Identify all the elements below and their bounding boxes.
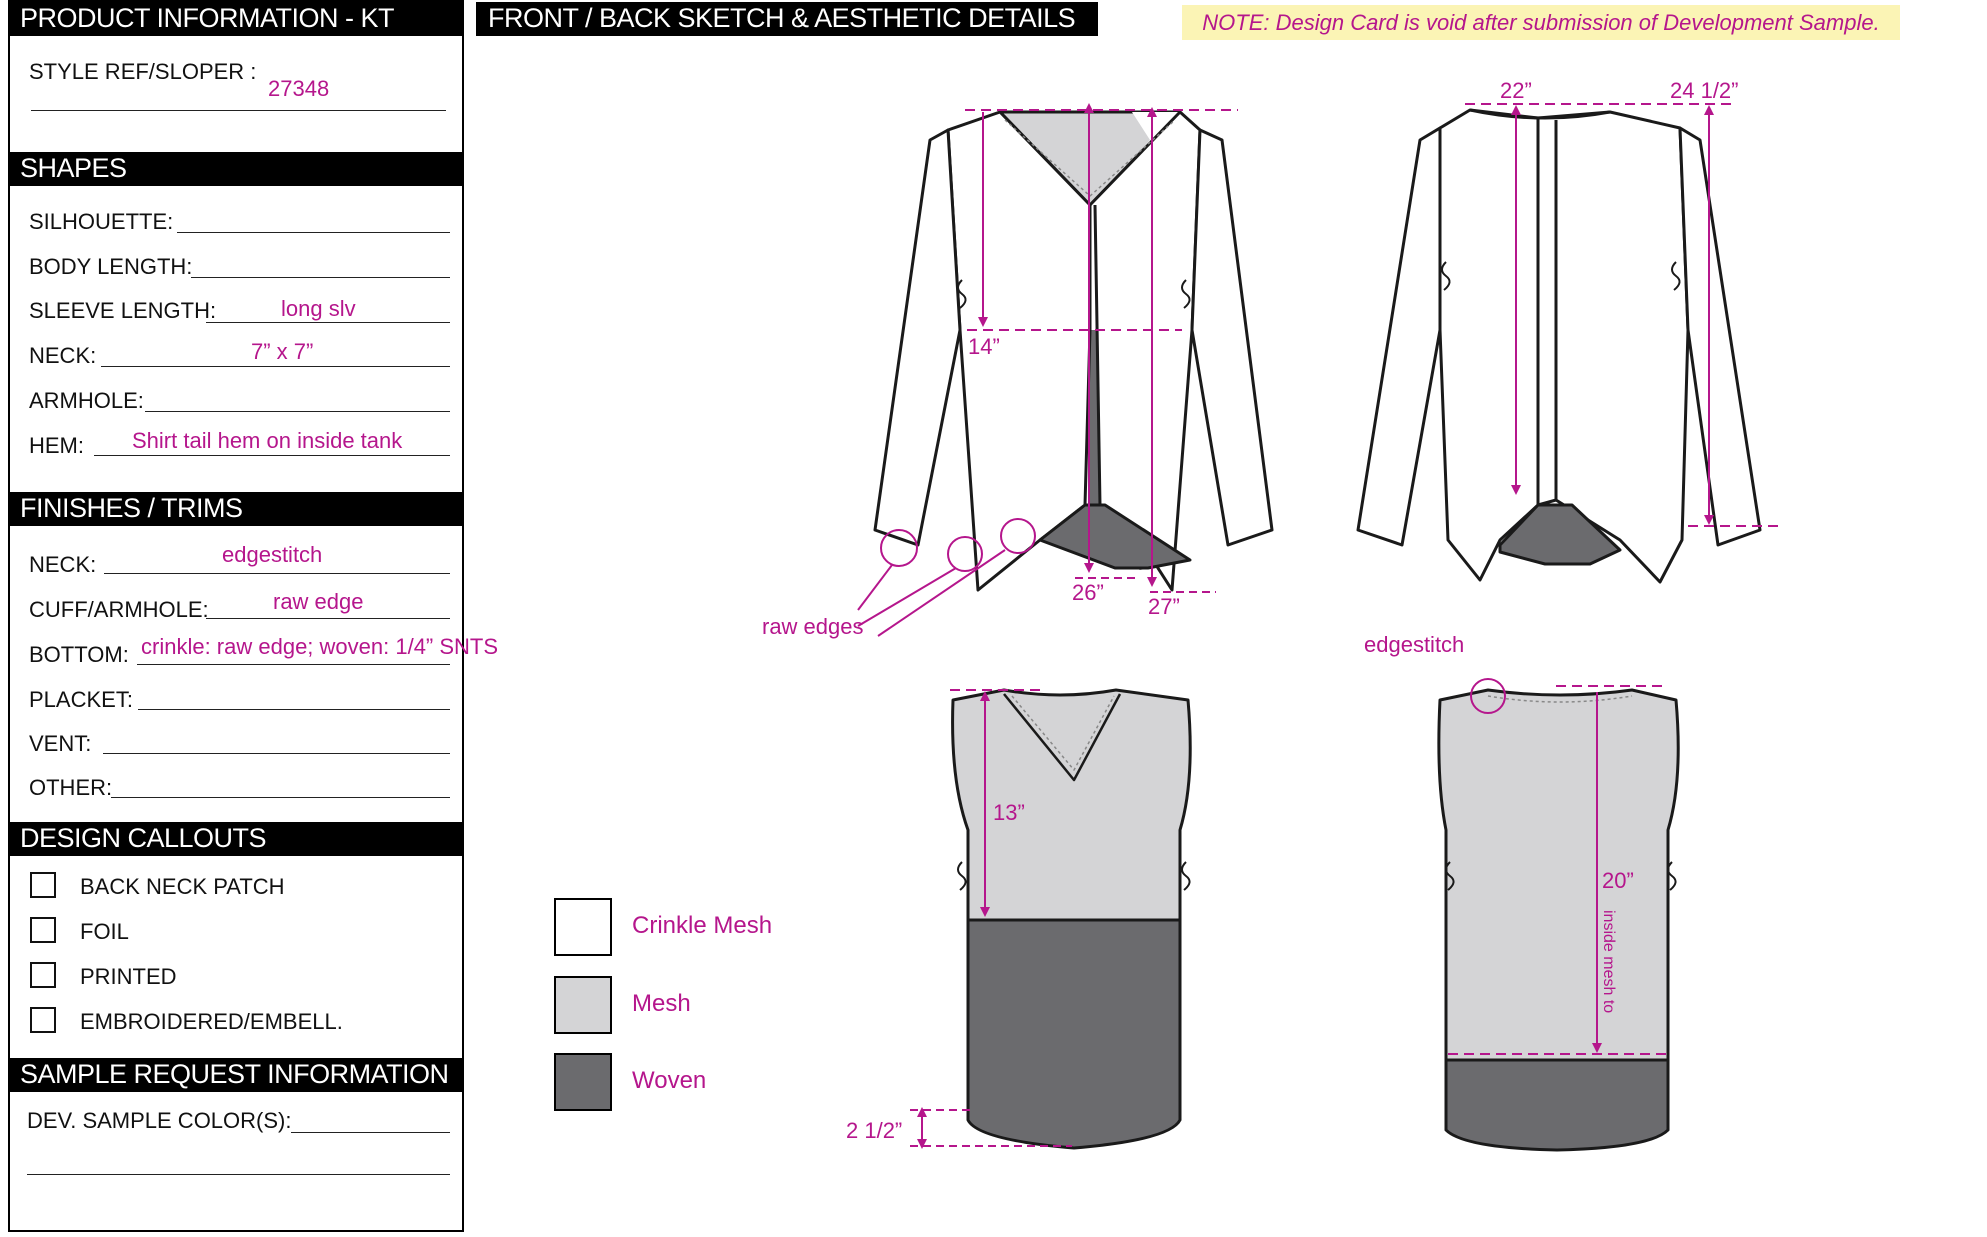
printed-checkbox[interactable] <box>30 962 56 988</box>
back-length-24-5-label: 24 1/2” <box>1670 78 1739 103</box>
silhouette-field[interactable] <box>177 232 450 233</box>
front-tank-2-5-label: 2 1/2” <box>846 1118 902 1143</box>
other-field[interactable] <box>111 797 450 798</box>
raw-edges-label: raw edges <box>762 614 864 639</box>
bottom-value[interactable]: crinkle: raw edge; woven: 1/4” SNTS <box>141 634 499 659</box>
dev-sample-color-label: DEV. SAMPLE COLOR(S): <box>27 1108 292 1133</box>
style-ref-line <box>31 110 446 111</box>
other-label: OTHER: <box>29 775 113 800</box>
mesh-label: Mesh <box>632 990 691 1017</box>
neck-shape-field <box>101 366 450 367</box>
body-length-field[interactable] <box>191 277 450 278</box>
dev-sample-color-field[interactable] <box>291 1132 450 1133</box>
foil-label: FOIL <box>80 919 129 944</box>
silhouette-label: SILHOUETTE: <box>29 209 174 234</box>
design-callouts-header: DESIGN CALLOUTS <box>8 822 464 856</box>
product-info-header: PRODUCT INFORMATION - KT <box>8 2 464 36</box>
embroidered-checkbox[interactable] <box>30 1007 56 1033</box>
armhole-label: ARMHOLE: <box>29 388 144 413</box>
cuff-armhole-label: CUFF/ARMHOLE: <box>29 597 209 622</box>
printed-label: PRINTED <box>80 964 177 989</box>
armhole-field[interactable] <box>145 411 450 412</box>
back-neck-patch-checkbox[interactable] <box>30 872 56 898</box>
sketch-header: FRONT / BACK SKETCH & AESTHETIC DETAILS <box>476 2 1098 36</box>
cuff-armhole-value[interactable]: raw edge <box>273 589 364 614</box>
back-tank-20-label: 20” <box>1602 868 1634 893</box>
finish-neck-field <box>104 573 450 574</box>
hem-field <box>94 455 450 456</box>
back-cardigan-sketch <box>1356 108 1762 584</box>
hem-value[interactable]: Shirt tail hem on inside tank <box>132 428 403 453</box>
sample-request-header: SAMPLE REQUEST INFORMATION <box>8 1058 464 1092</box>
vent-field[interactable] <box>103 753 450 754</box>
woven-label: Woven <box>632 1067 707 1094</box>
sleeve-length-field <box>206 322 450 323</box>
front-length-27-label: 27” <box>1148 594 1180 619</box>
vent-label: VENT: <box>29 731 92 756</box>
crinkle-mesh-label: Crinkle Mesh <box>632 912 773 939</box>
finish-neck-value[interactable]: edgestitch <box>222 542 323 567</box>
dev-sample-color-field-2[interactable] <box>27 1174 450 1175</box>
finish-neck-label: NECK: <box>29 552 97 577</box>
back-neck-patch-label: BACK NECK PATCH <box>80 874 285 899</box>
front-length-14-label: 14” <box>968 334 1000 359</box>
void-note: NOTE: Design Card is void after submissi… <box>1182 5 1900 40</box>
front-tank-13-label: 13” <box>993 800 1025 825</box>
crinkle-mesh-swatch <box>554 898 612 956</box>
placket-field[interactable] <box>138 709 450 710</box>
embroidered-label: EMBROIDERED/EMBELL. <box>80 1009 343 1034</box>
measurement-lines <box>857 103 1780 1149</box>
cuff-armhole-field <box>206 618 450 619</box>
hem-label: HEM: <box>29 433 84 458</box>
woven-swatch <box>554 1053 612 1111</box>
bottom-label: BOTTOM: <box>29 642 129 667</box>
body-length-label: BODY LENGTH: <box>29 254 193 279</box>
shapes-header: SHAPES <box>8 152 464 186</box>
back-tank-sketch <box>1437 688 1680 1152</box>
foil-checkbox[interactable] <box>30 917 56 943</box>
neck-shape-value[interactable]: 7” x 7” <box>251 339 314 364</box>
front-tank-sketch <box>951 688 1192 1150</box>
front-cardigan-sketch <box>873 110 1274 592</box>
placket-label: PLACKET: <box>29 687 133 712</box>
sleeve-length-value[interactable]: long slv <box>281 296 356 321</box>
front-length-26-label: 26” <box>1072 580 1104 605</box>
bottom-field <box>137 664 450 665</box>
product-info-panel <box>8 0 464 1232</box>
sleeve-length-label: SLEEVE LENGTH: <box>29 298 217 323</box>
inside-mesh-label: inside mesh to <box>1600 910 1617 1013</box>
neck-shape-label: NECK: <box>29 343 97 368</box>
edgestitch-label: edgestitch <box>1364 632 1464 657</box>
finishes-header: FINISHES / TRIMS <box>8 492 464 526</box>
mesh-swatch <box>554 976 612 1034</box>
back-width-22-label: 22” <box>1500 78 1532 103</box>
style-ref-label: STYLE REF/SLOPER : <box>29 59 257 84</box>
style-ref-value[interactable]: 27348 <box>268 76 330 101</box>
